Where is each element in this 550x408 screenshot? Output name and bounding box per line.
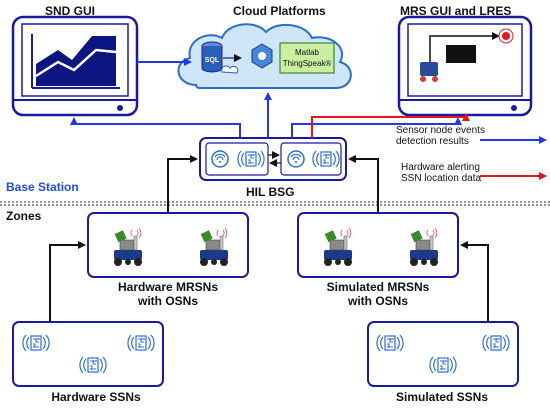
azure-service-icon — [251, 43, 273, 69]
simulated-mrsns-label-line1: Simulated MRSNs — [327, 280, 430, 294]
matlab-label: Matlab — [295, 48, 320, 57]
wifi-icon — [287, 150, 305, 168]
legend-red-line2: SSN location data — [401, 173, 482, 184]
wifi-icon — [211, 150, 229, 168]
sim-mrsns-to-bsg-arrow — [348, 155, 379, 213]
hw-ssns-to-mrsns-arrow — [49, 241, 86, 322]
hil-bsg-box — [199, 137, 347, 181]
legend-blue-text: Sensor node events detection results — [396, 125, 485, 147]
hardware-ssns-box — [12, 321, 164, 387]
obstacle-block — [446, 45, 476, 63]
base-station-label: Base Station — [6, 180, 79, 194]
robot-marker-icon — [420, 62, 438, 82]
snd-gui-title: SND GUI — [45, 4, 95, 18]
legend-blue-line1: Sensor node events — [396, 125, 485, 136]
legend-red-text: Hardware alerting SSN location data — [401, 162, 481, 184]
sql-label: SQL — [205, 57, 220, 64]
mrs-gui-title: MRS GUI and LRES — [400, 4, 511, 18]
hil-bsg-label: HIL BSG — [246, 185, 294, 199]
bsg-to-snd-arrow — [70, 117, 241, 138]
hardware-ssns-label: Hardware SSNs — [51, 390, 141, 404]
matlab-thingspeak-box: Matlab ThingSpeak® — [279, 42, 335, 74]
hw-mrsns-to-bsg-arrow — [167, 155, 198, 213]
simulated-mrsns-box — [297, 212, 459, 278]
hardware-mrsns-box — [87, 212, 249, 278]
mrs-gui-monitor — [397, 15, 533, 117]
snd-gui-monitor — [11, 15, 139, 117]
sql-database-icon: SQL — [201, 41, 223, 73]
simulated-ssns-label: Simulated SSNs — [396, 390, 488, 404]
legend-blue-line2: detection results — [396, 136, 469, 147]
simulated-mrsns-label-line2: with OSNs — [347, 294, 408, 308]
zones-label: Zones — [6, 209, 42, 223]
hardware-mrsns-label-line2: with OSNs — [137, 294, 198, 308]
bsg-to-mrs-blue-arrow — [291, 117, 462, 138]
hardware-mrsns-label-line1: Hardware MRSNs — [118, 280, 218, 294]
sim-ssns-to-mrsns-arrow — [460, 241, 489, 322]
bsg-to-mrs-red-arrow — [311, 113, 470, 138]
area-chart-icon — [31, 34, 120, 89]
simulated-ssns-box — [367, 321, 519, 387]
alarm-target-icon — [498, 28, 514, 44]
cloud-platforms-title: Cloud Platforms — [233, 4, 326, 18]
thingspeak-label: ThingSpeak® — [283, 59, 332, 68]
cloud-sync-icon — [221, 54, 242, 74]
legend-red-line1: Hardware alerting — [401, 162, 480, 173]
